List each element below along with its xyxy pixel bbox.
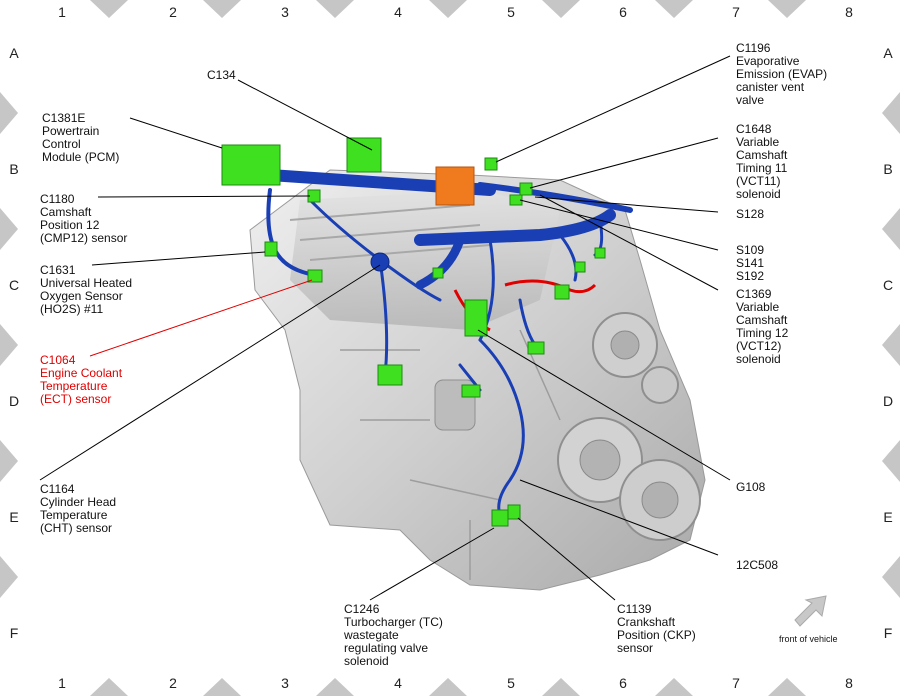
- label-c1381e-pcm: C1381E Powertrain Control Module (PCM): [42, 111, 120, 164]
- grid-col-6-top: 6: [619, 4, 627, 20]
- grid-col-4-top: 4: [394, 4, 402, 20]
- grid-col-1-top: 1: [58, 4, 66, 20]
- connectors: [221, 137, 606, 527]
- grid-col-6-bottom: 6: [619, 675, 627, 691]
- label-c1246-tc: C1246 Turbocharger (TC) wastegate regula…: [344, 602, 443, 668]
- grid-row-a-left: A: [9, 45, 19, 61]
- grid-col-1-bottom: 1: [58, 675, 66, 691]
- pcm-block: [435, 166, 475, 206]
- label-g108: G108: [736, 480, 766, 494]
- label-c1180-cmp12: C1180 Camshaft Position 12 (CMP12) senso…: [40, 192, 128, 245]
- label-s128: S128: [736, 207, 765, 221]
- label-c1369-vct12: C1369 Variable Camshaft Timing 12 (VCT12…: [736, 287, 789, 366]
- grid-col-8-bottom: 8: [845, 675, 853, 691]
- grid-col-3-bottom: 3: [281, 675, 289, 691]
- grid-row-e-right: E: [883, 509, 893, 525]
- grid-row-b-right: B: [883, 161, 893, 177]
- front-arrow-icon: [794, 595, 827, 627]
- grid-row-d-right: D: [882, 393, 894, 409]
- grid-row-c-right: C: [882, 277, 894, 293]
- grid-row-a-right: A: [883, 45, 893, 61]
- label-12c508: 12C508: [736, 558, 779, 572]
- label-c1196-evap: C1196 Evaporative Emission (EVAP) canist…: [736, 41, 828, 107]
- label-s109-s141-s192: S109 S141 S192: [736, 243, 765, 283]
- leader-lines: [39, 55, 731, 601]
- grid-col-8-top: 8: [845, 4, 853, 20]
- grid-row-b-left: B: [9, 161, 19, 177]
- label-c1064-ect: C1064 Engine Coolant Temperature (ECT) s…: [40, 353, 123, 406]
- label-c1139-ckp: C1139 Crankshaft Position (CKP) sensor: [617, 602, 696, 655]
- label-c134: C134: [207, 68, 236, 82]
- label-c1164-cht: C1164 Cylinder Head Temperature (CHT) se…: [40, 482, 117, 535]
- grid-col-7-bottom: 7: [732, 675, 740, 691]
- grid-row-f-left: F: [9, 625, 19, 641]
- ect-leader-line: [89, 279, 313, 357]
- grid-col-4-bottom: 4: [394, 675, 402, 691]
- grid-row-e-left: E: [9, 509, 19, 525]
- grid-col-5-top: 5: [507, 4, 515, 20]
- label-c1631-ho2s: C1631 Universal Heated Oxygen Sensor (HO…: [40, 263, 133, 316]
- grid-row-c-left: C: [8, 277, 20, 293]
- grid-col-2-bottom: 2: [169, 675, 177, 691]
- grid-col-7-top: 7: [732, 4, 740, 20]
- grid-col-2-top: 2: [169, 4, 177, 20]
- label-c1648-vct11: C1648 Variable Camshaft Timing 11 (VCT11…: [736, 122, 788, 201]
- front-of-vehicle-caption: front of vehicle: [779, 634, 838, 644]
- grid-col-3-top: 3: [281, 4, 289, 20]
- grid-row-d-left: D: [8, 393, 20, 409]
- grid-row-f-right: F: [883, 625, 893, 641]
- grid-col-5-bottom: 5: [507, 675, 515, 691]
